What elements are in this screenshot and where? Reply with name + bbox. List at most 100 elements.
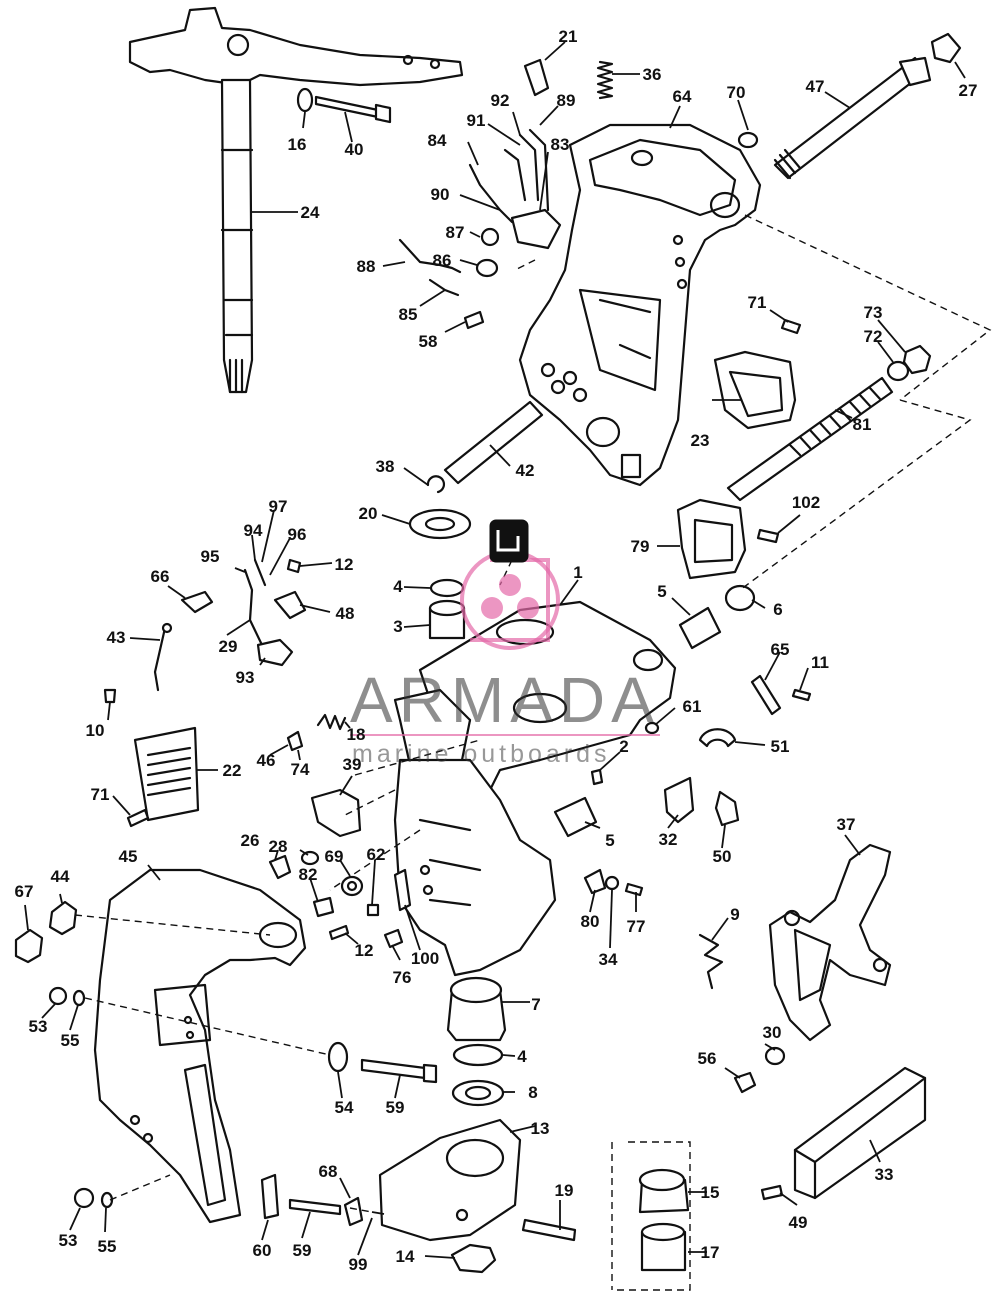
callout-39: 39 (343, 755, 362, 774)
callout-55b: 55 (98, 1237, 117, 1256)
callout-27: 27 (959, 81, 978, 100)
callout-88: 88 (357, 257, 376, 276)
callout-19: 19 (555, 1181, 574, 1200)
bracket-32 (663, 776, 695, 824)
link-65 (750, 674, 782, 716)
callout-67: 67 (15, 882, 34, 901)
clip-66 (180, 590, 214, 614)
block-39 (310, 788, 362, 838)
callout-4: 4 (393, 577, 403, 596)
bracket-50 (714, 790, 740, 827)
screw-10 (103, 688, 117, 704)
callout-17: 17 (701, 1243, 720, 1262)
callout-8: 8 (528, 1083, 537, 1102)
callout-58: 58 (419, 332, 438, 351)
callout-68: 68 (319, 1162, 338, 1181)
washer-72 (886, 360, 910, 382)
swivel-housing-1 (393, 600, 677, 977)
callout-59: 59 (386, 1098, 405, 1117)
callout-83: 83 (551, 135, 570, 154)
callout-7: 7 (531, 995, 540, 1014)
callout-49: 49 (789, 1213, 808, 1232)
washer-55-a (72, 989, 86, 1007)
cover-22 (133, 726, 200, 822)
callout-18: 18 (347, 725, 366, 744)
callout-96: 96 (288, 525, 307, 544)
nut-53-b (73, 1187, 95, 1209)
callout-30: 30 (763, 1023, 782, 1042)
bearing-8 (451, 1079, 505, 1107)
callout-95: 95 (201, 547, 220, 566)
callout-16: 16 (288, 135, 307, 154)
callout-71b: 71 (91, 785, 110, 804)
sleeve-5-b (553, 796, 598, 838)
callout-86: 86 (433, 251, 452, 270)
callout-93: 93 (236, 668, 255, 687)
washer-20 (408, 508, 472, 540)
callout-14: 14 (396, 1247, 415, 1266)
callout-47: 47 (806, 77, 825, 96)
lever-37 (768, 843, 892, 1042)
callout-76: 76 (393, 968, 412, 987)
leader-lines (24, 41, 966, 1259)
block-79 (676, 498, 747, 580)
callout-94: 94 (244, 521, 263, 540)
callout-43: 43 (107, 628, 126, 647)
watermark-brand: ARMADA (350, 664, 660, 736)
nut-14 (450, 1243, 497, 1274)
callout-44: 44 (51, 867, 70, 886)
wiring-95-97 (243, 558, 267, 647)
spring-18 (316, 713, 347, 731)
callout-72: 72 (864, 327, 883, 346)
callout-53b: 53 (59, 1231, 78, 1250)
bolt-59-b (288, 1198, 342, 1216)
callout-90: 90 (431, 185, 450, 204)
callout-1: 1 (573, 563, 582, 582)
connector-48 (273, 590, 307, 620)
callout-65: 65 (771, 640, 790, 659)
callout-66: 66 (151, 567, 170, 586)
callout-48: 48 (336, 604, 355, 623)
callout-3: 3 (393, 617, 402, 636)
bracket-23 (713, 350, 797, 430)
screw-77 (624, 882, 644, 897)
strap-43 (153, 626, 167, 692)
callout-24: 24 (301, 203, 320, 222)
callout-54: 54 (335, 1098, 354, 1117)
tilt-tube-47 (773, 32, 962, 180)
callout-77: 77 (627, 917, 646, 936)
callout-80: 80 (581, 912, 600, 931)
callout-23: 23 (691, 431, 710, 450)
nut-53-a (48, 986, 68, 1006)
callout-79: 79 (631, 537, 650, 556)
callout-12b: 12 (355, 941, 374, 960)
bushing-70 (737, 131, 759, 149)
bolt-82 (312, 896, 335, 918)
clip-51 (698, 728, 737, 748)
mount-15-17 (612, 1141, 691, 1291)
callout-56: 56 (698, 1049, 717, 1068)
washer-6 (724, 584, 756, 612)
callout-6: 6 (773, 600, 782, 619)
callout-46: 46 (257, 751, 276, 770)
callout-82: 82 (299, 865, 318, 884)
callout-2: 2 (619, 737, 628, 756)
screw-12-top (286, 558, 302, 574)
screw-12-bottom (328, 924, 350, 941)
callout-60: 60 (253, 1241, 272, 1260)
callout-34: 34 (599, 950, 618, 969)
clip-28 (300, 850, 320, 866)
watermark: ARMADA marine outboards (350, 519, 660, 768)
spring-36-plug-21 (523, 58, 614, 100)
callout-70: 70 (727, 83, 746, 102)
callout-53: 53 (29, 1017, 48, 1036)
steering-arm-shaft (128, 6, 464, 394)
clip-80 (583, 868, 607, 895)
callout-99: 99 (349, 1255, 368, 1274)
callout-9: 9 (730, 905, 739, 924)
callout-84: 84 (428, 131, 447, 150)
clip-68 (343, 1196, 364, 1227)
callout-33: 33 (875, 1165, 894, 1184)
ring-38 (426, 475, 446, 494)
